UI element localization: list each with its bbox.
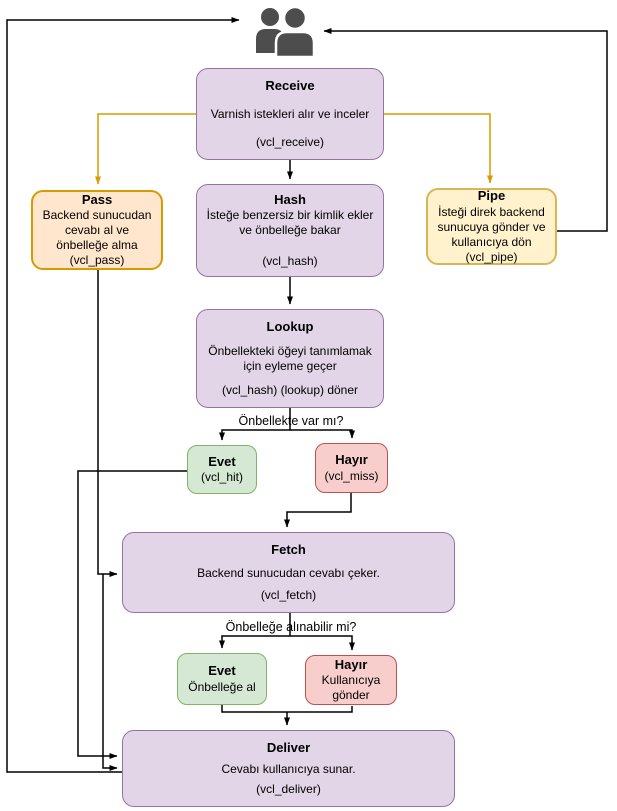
edge-receive-pass xyxy=(95,113,196,185)
node-cache-no-title: Hayır xyxy=(334,656,368,672)
edge-deliver-user xyxy=(6,17,240,773)
node-pipe-body: İsteği direk backend sunucuya gönder ve … xyxy=(437,204,546,249)
node-hit-sub: (vcl_hit) xyxy=(200,470,243,485)
node-miss-sub: (vcl_miss) xyxy=(324,468,379,483)
node-lookup-sub: (vcl_hash) (lookup) döner xyxy=(221,383,359,397)
edge-label-cacheable-question: Önbelleğe alınabilir mi? xyxy=(225,620,357,634)
node-receive-sub: (vcl_receive) xyxy=(255,135,324,149)
node-hash-title: Hash xyxy=(274,192,306,207)
users-icon xyxy=(256,5,316,59)
node-deliver: Deliver Cevabı kullanıcıya sunar. (vcl_d… xyxy=(122,730,455,807)
node-cache-yes-sub: Önbelleğe al xyxy=(188,679,256,694)
node-pass-title: Pass xyxy=(81,191,113,207)
node-pass-body: Backend sunucudan cevabı al ve önbelleğe… xyxy=(42,208,152,253)
node-miss-title: Hayır xyxy=(335,452,368,468)
node-fetch-body: Backend sunucudan cevabı çeker. xyxy=(197,565,380,580)
node-pass-sub: (vcl_pass) xyxy=(69,253,125,268)
node-pipe-title: Pipe xyxy=(477,188,506,204)
edge-label-cache-question: Önbellekte var mı? xyxy=(238,414,344,428)
edge-split-hit xyxy=(219,429,290,441)
edge-split-cacheno xyxy=(290,635,355,651)
node-lookup-title: Lookup xyxy=(266,319,314,334)
node-deliver-sub: (vcl_deliver) xyxy=(256,782,321,796)
node-lookup-body: Önbellekteki öğeyi tanımlamak için eylem… xyxy=(208,344,372,374)
edge-pass-fetch xyxy=(97,270,118,577)
edge-split-miss xyxy=(290,429,355,439)
node-miss: Hayır (vcl_miss) xyxy=(315,443,388,493)
edge-pipe-user xyxy=(323,28,608,232)
edge-receive-pipe xyxy=(384,113,493,184)
node-hash: Hash İsteğe benzersiz bir kimlik ekler v… xyxy=(196,184,384,277)
node-fetch-title: Fetch xyxy=(271,542,306,557)
node-cache-no-sub: Kullanıcıya gönder xyxy=(321,673,381,703)
node-pass: Pass Backend sunucudan cevabı al ve önbe… xyxy=(31,190,163,270)
node-cache-yes-title: Evet xyxy=(208,663,236,679)
node-hash-sub: (vcl_hash) xyxy=(262,254,318,268)
node-hit: Evet (vcl_hit) xyxy=(187,445,257,494)
node-deliver-body: Cevabı kullanıcıya sunar. xyxy=(221,761,356,776)
node-hit-title: Evet xyxy=(208,453,236,469)
node-fetch-sub: (vcl_fetch) xyxy=(260,588,317,602)
edge-miss-fetch xyxy=(284,493,352,528)
node-deliver-title: Deliver xyxy=(266,740,311,755)
node-lookup: Lookup Önbellekteki öğeyi tanımlamak içi… xyxy=(196,309,384,408)
edge-cache-merge xyxy=(221,705,353,713)
node-receive-title: Receive xyxy=(265,78,315,93)
node-hash-body: İsteğe benzersiz bir kimlik ekler ve önb… xyxy=(206,208,374,238)
node-cache-no: Hayır Kullanıcıya gönder xyxy=(305,655,397,705)
edge-hit-deliver xyxy=(77,470,187,759)
node-fetch: Fetch Backend sunucudan cevabı çeker. (v… xyxy=(122,532,455,613)
node-cache-yes: Evet Önbelleğe al xyxy=(177,653,267,705)
node-receive: Receive Varnish istekleri alır ve incele… xyxy=(196,68,384,160)
node-pipe-sub: (vcl_pipe) xyxy=(465,249,518,264)
edge-split-cacheyes xyxy=(219,635,290,649)
node-pipe: Pipe İsteği direk backend sunucuya gönde… xyxy=(426,188,557,265)
edge-pass-deliver xyxy=(102,574,118,771)
node-receive-body: Varnish istekleri alır ve inceler xyxy=(210,107,370,122)
